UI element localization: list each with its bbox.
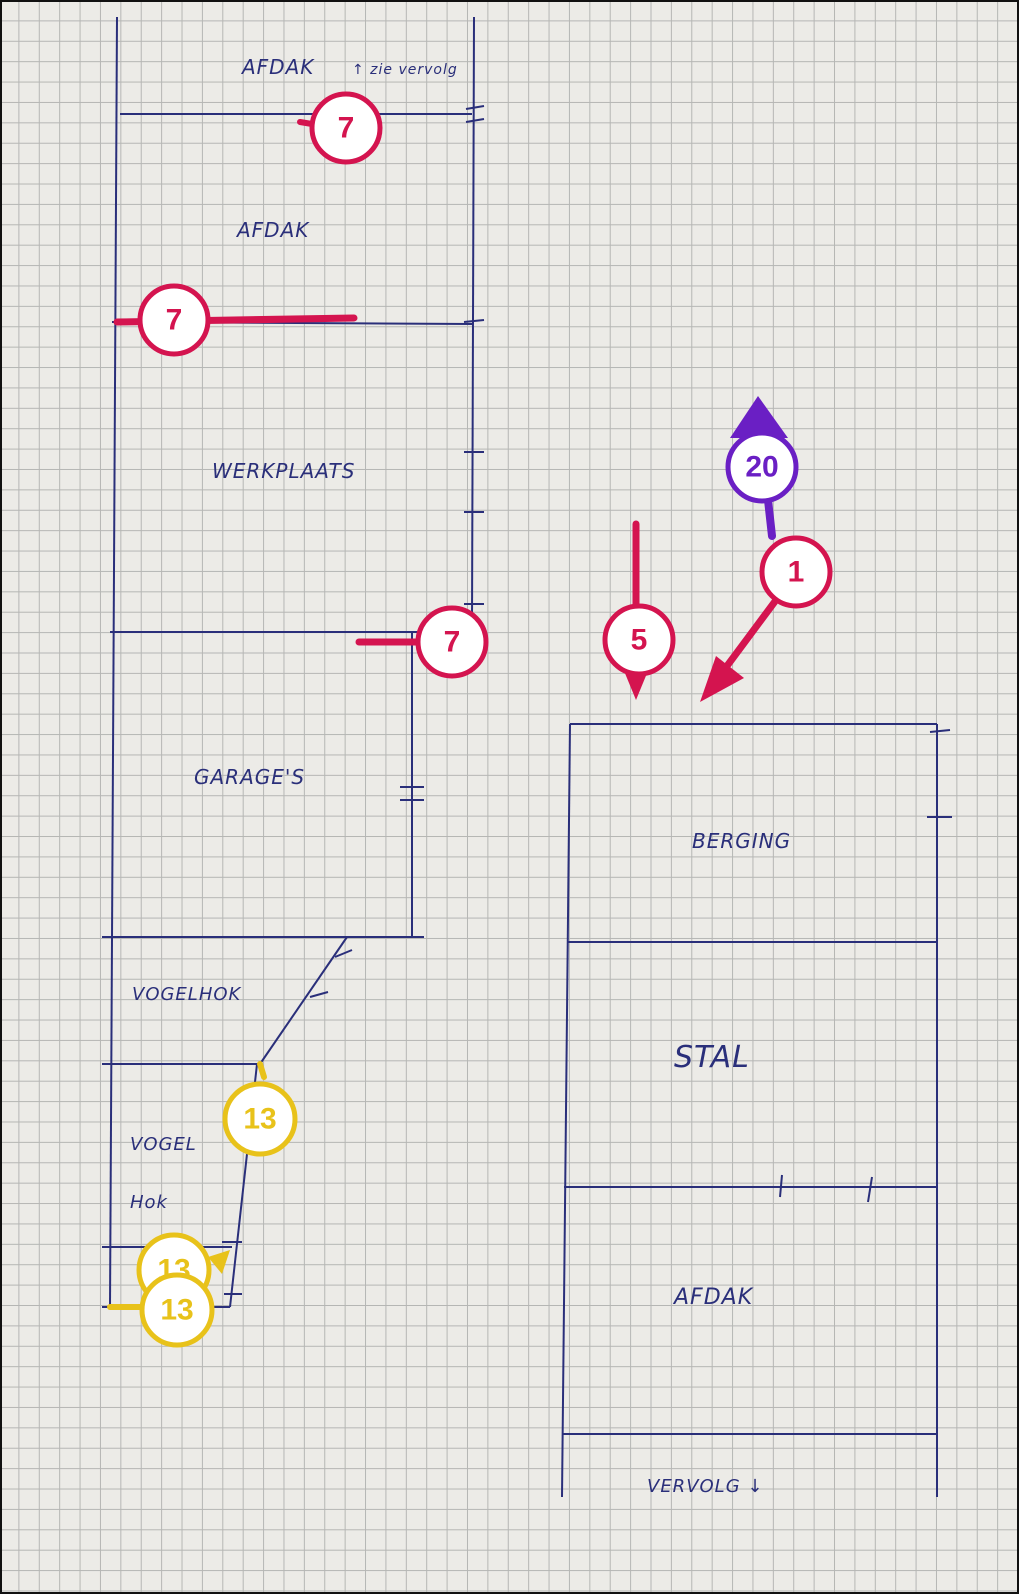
badge-5[interactable]: 5 <box>602 603 676 677</box>
badge-label: 7 <box>338 112 355 145</box>
right-building-outline <box>561 723 952 1498</box>
yellow-pointer-tail <box>208 1250 230 1274</box>
tick <box>463 319 485 323</box>
tick <box>779 1174 783 1198</box>
label-garages: GARAGE'S <box>194 765 305 789</box>
tick <box>309 991 329 998</box>
badge-1[interactable]: 1 <box>759 535 833 609</box>
red-arrow-1-head <box>700 656 744 702</box>
badge-label: 7 <box>166 304 183 337</box>
tick <box>465 118 485 123</box>
label-vervolg: VERVOLG ↓ <box>647 1476 763 1497</box>
label-vogelhok-2-line1: VOGEL <box>130 1134 197 1155</box>
badge-label: 1 <box>788 556 805 589</box>
annotation-strokes <box>107 119 788 1310</box>
label-werkplaats: WERKPLAATS <box>212 459 355 483</box>
label-vogelhok-1: VOGELHOK <box>132 984 242 1005</box>
purple-arrow-head <box>730 396 788 438</box>
red-arrow-1-shaft <box>720 588 786 674</box>
left-outer-wall <box>109 16 118 1308</box>
badge-13-upper[interactable]: 13 <box>222 1081 298 1157</box>
badge-7-middle[interactable]: 7 <box>137 283 211 357</box>
label-afdak-top: AFDAK <box>240 55 315 79</box>
label-afdak-right: AFDAK <box>672 1285 754 1310</box>
label-vogelhok-2-line2: Hok <box>130 1192 169 1213</box>
badge-7-top[interactable]: 7 <box>309 91 383 165</box>
tick <box>867 1176 873 1203</box>
badge-label: 13 <box>160 1294 193 1327</box>
badge-label: 20 <box>745 451 778 484</box>
badge-13-lower[interactable]: 13 <box>139 1272 215 1348</box>
tick <box>465 105 485 110</box>
right-outer-wall-upper <box>471 16 475 623</box>
label-zie-vervolg: ↑ zie vervolg <box>352 62 458 78</box>
label-stal: STAL <box>674 1040 750 1075</box>
badge-7-werkplaats[interactable]: 7 <box>415 605 489 679</box>
tick <box>334 949 353 958</box>
left-wall <box>561 723 571 1498</box>
diagonal-wall-upper <box>259 936 348 1065</box>
tick <box>929 729 951 733</box>
yellow-pointer <box>257 1061 267 1080</box>
badge-20[interactable]: 20 <box>725 430 799 504</box>
badge-label: 13 <box>243 1103 276 1136</box>
label-afdak: AFDAK <box>235 218 310 242</box>
label-berging: BERGING <box>692 829 791 853</box>
badge-label: 5 <box>631 624 648 657</box>
badge-label: 7 <box>444 626 461 659</box>
